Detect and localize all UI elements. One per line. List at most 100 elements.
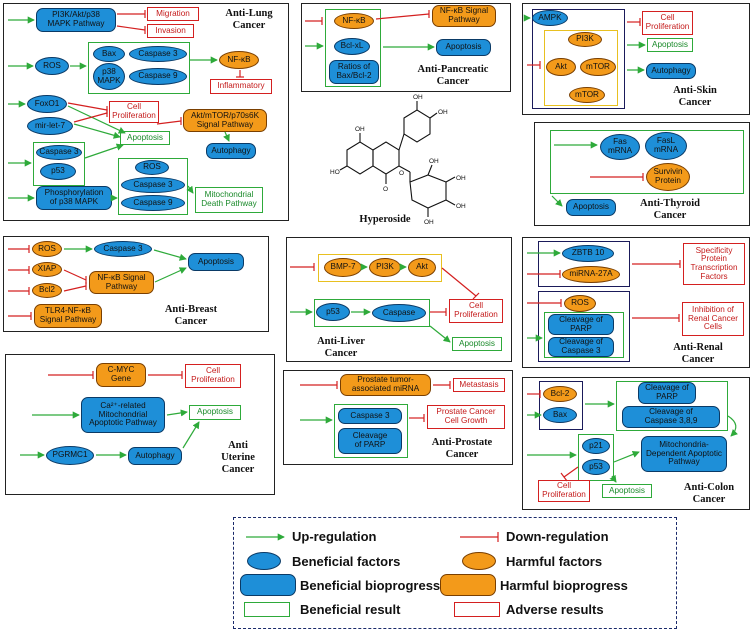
lung-p53: p53: [40, 163, 76, 180]
pancreatic-bclxl: Bcl-xL: [334, 38, 370, 55]
legend-up: Up-regulation: [292, 529, 377, 544]
legend-bf-shape: [247, 552, 281, 570]
legend-br-shape: [244, 602, 290, 617]
svg-text:OH: OH: [456, 203, 466, 210]
liver-apoptosis: Apoptosis: [452, 337, 502, 351]
thyroid-survivin: Survivin Protein: [646, 163, 690, 191]
skin-autophagy: Autophagy: [646, 63, 696, 79]
colon-bax: Bax: [543, 407, 577, 423]
lung-migration: Migration: [147, 7, 199, 21]
liver-pi3k: PI3K: [369, 258, 401, 277]
lung-apoptosis: Apoptosis: [120, 131, 170, 145]
svg-text:O: O: [383, 186, 388, 193]
lung-phospho-p38: Phosphorylation of p38 MAPK: [36, 186, 112, 210]
hyperoside-caption: Hyperoside: [359, 214, 411, 225]
renal-inhibition: Inhibition of Renal Cancer Cells: [682, 302, 744, 336]
liver-cell-prolif: Cell Proliferation: [449, 299, 503, 323]
breast-title: Anti-Breast Cancer: [164, 304, 218, 328]
skin-title: Anti-Skin Cancer: [673, 85, 717, 109]
uterine-cmyc: C-MYC Gene: [96, 363, 146, 387]
legend-br: Beneficial result: [300, 602, 401, 617]
svg-text:OH: OH: [438, 109, 448, 116]
liver-caspase-group: [314, 299, 430, 327]
legend-hbp: Harmful bioprogress: [500, 578, 628, 593]
lung-title: Anti-Lung Cancer: [225, 8, 273, 32]
lung-p38: p38 MAPK: [93, 63, 125, 90]
uterine-ca-pathway: Ca²⁺-related Mitochondrial Apoptotic Pat…: [81, 397, 165, 433]
skin-apoptosis: Apoptosis: [647, 38, 693, 52]
colon-mito: Mitochondria- Dependent Apoptotic Pathwa…: [641, 436, 727, 472]
prostate-growth: Prostate Cancer Cell Growth: [427, 405, 505, 429]
lung-p53-group: [33, 142, 85, 186]
breast-caspase3: Caspase 3: [94, 241, 152, 257]
legend-bbp: Beneficial bioprogress: [300, 578, 441, 593]
liver-group: [318, 254, 442, 282]
skin-group: [532, 9, 625, 109]
svg-text:OH: OH: [429, 158, 439, 165]
liver-bmp7: BMP-7: [324, 258, 362, 277]
svg-text:HO: HO: [330, 169, 340, 176]
renal-sp-factors: Specificity Protein Transcription Factor…: [683, 243, 745, 285]
colon-apoptosis: Apoptosis: [602, 484, 652, 498]
legend-ar-shape: [454, 602, 500, 617]
skin-cell-prolif: Cell Proliferation: [642, 11, 693, 35]
breast-xiap: XIAP: [32, 262, 62, 277]
skin-mtor2: mTOR: [569, 87, 605, 103]
skin-yellow-group: [544, 30, 618, 106]
renal-group-top: [538, 241, 630, 287]
svg-text:O: O: [399, 170, 404, 177]
pancreatic-apoptosis: Apoptosis: [436, 39, 491, 56]
lung-caspase3c: Caspase 3: [121, 177, 185, 193]
svg-text:OH: OH: [413, 94, 423, 101]
lung-mirlet7: mir-let-7: [27, 117, 73, 135]
prostate-title: Anti-Prostate Cancer: [431, 437, 493, 461]
lung-caspase9: Caspase 9: [129, 68, 187, 85]
thyroid-apoptosis: Apoptosis: [566, 199, 616, 216]
breast-apoptosis: Apoptosis: [188, 253, 244, 271]
lung-cell-prolif: Cell Proliferation: [109, 101, 159, 123]
liver-akt: Akt: [408, 258, 436, 277]
colon-p21: p21: [582, 438, 610, 454]
liver-title: Anti-Liver Cancer: [317, 336, 365, 360]
thyroid-fasl: FasL mRNA: [645, 132, 687, 160]
lung-caspase9b: Caspase 9: [121, 195, 185, 211]
thyroid-fas: Fas mRNA: [600, 134, 640, 160]
renal-ros: ROS: [564, 295, 596, 312]
uterine-apoptosis: Apoptosis: [189, 405, 241, 420]
lung-nfkb: NF-κB: [219, 51, 259, 69]
colon-parp: Cleavage of PARP: [638, 382, 696, 404]
colon-caspase: Cleavage of Caspase 3,8,9: [622, 406, 720, 428]
colon-cell-prolif: Cell Proliferation: [538, 480, 590, 502]
lung-caspase3b: Caspase 3: [36, 145, 82, 160]
pancreatic-ratio: Ratios of Bax/Bcl-2: [329, 60, 379, 84]
lung-autophagy: Autophagy: [206, 143, 256, 159]
liver-caspase: Caspase: [372, 304, 426, 322]
lung-bax: Bax: [93, 46, 125, 62]
legend-down: Down-regulation: [506, 529, 609, 544]
lung-caspase-group: [88, 42, 190, 94]
pancreatic-title: Anti-Pancreatic Cancer: [417, 64, 489, 88]
legend-ar: Adverse results: [506, 602, 604, 617]
lung-caspase3: Caspase 3: [129, 46, 187, 62]
renal-zbtb10: ZBTB 10: [562, 245, 614, 262]
uterine-title: Anti Uterine Cancer: [221, 440, 255, 476]
uterine-autophagy: Autophagy: [128, 447, 182, 465]
breast-ros: ROS: [32, 241, 62, 257]
lung-mito-death: Mitochondrial Death Pathway: [195, 187, 263, 213]
svg-text:OH: OH: [424, 219, 434, 226]
pancreatic-group: [325, 9, 381, 87]
pancreatic-nfkb-pathway: NF-κB Signal Pathway: [432, 5, 496, 27]
lung-ros: ROS: [35, 57, 69, 75]
liver-p53: p53: [316, 303, 350, 321]
breast-bcl2: Bcl2: [32, 283, 62, 298]
thyroid-group: [550, 130, 744, 194]
lung-inflammatory: Inflammatory: [210, 79, 272, 94]
skin-pi3k: PI3K: [568, 32, 602, 47]
colon-cleavage-group: [616, 381, 728, 431]
lung-pi3k-pathway: PI3K/Akt/p38 MAPK Pathway: [36, 8, 116, 32]
breast-tlr4: TLR4-NF-κB Signal Pathway: [34, 304, 102, 328]
skin-mtor: mTOR: [580, 58, 616, 76]
renal-mirna27a: miRNA-27A: [562, 266, 620, 283]
renal-title: Anti-Renal Cancer: [673, 342, 723, 366]
colon-group-left: [539, 381, 583, 430]
